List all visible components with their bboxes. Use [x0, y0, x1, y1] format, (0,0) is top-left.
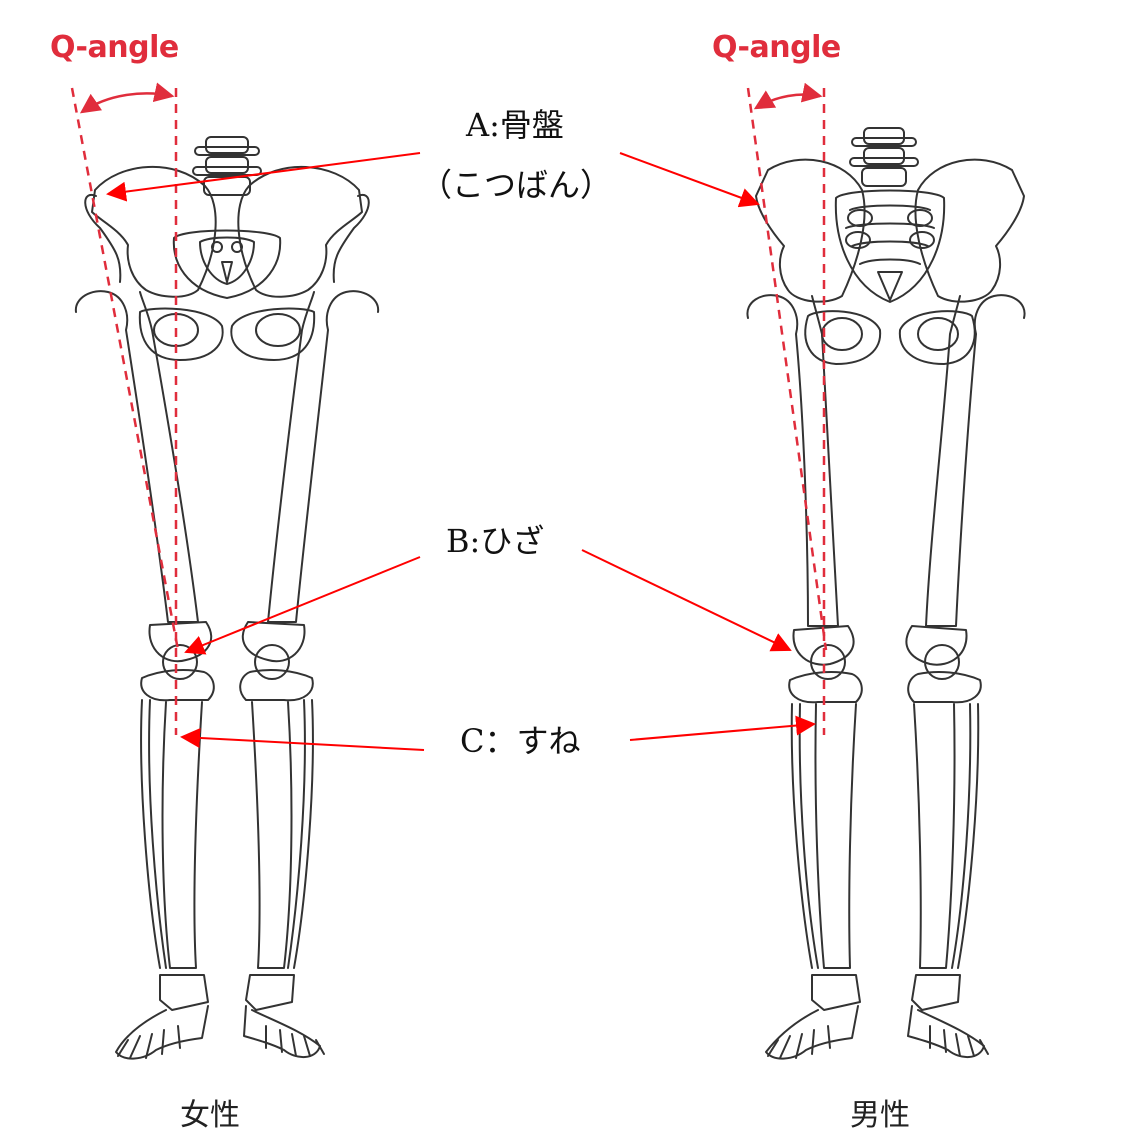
male-q-angle-arc [753, 82, 823, 110]
male-pelvis [755, 158, 1025, 365]
female-femur-axis-line [70, 87, 180, 651]
female-femurs [74, 290, 380, 663]
female-patellas [162, 644, 290, 680]
female-q-angle-arc [79, 82, 175, 114]
arrow-b-to-female-knee [184, 556, 421, 655]
female-shins [140, 669, 314, 969]
male-shins [788, 671, 982, 969]
male-femurs [746, 294, 1026, 666]
arrow-c-to-female-shin [180, 727, 425, 751]
male-q-angle-guides [746, 87, 828, 735]
female-pelvis [84, 166, 370, 361]
female-q-angle-label: Q-angle [50, 30, 179, 65]
male-spine [849, 127, 919, 187]
arrow-b-to-male-knee [581, 549, 792, 652]
callout-c-shin: C：すね [460, 722, 581, 760]
female-skeleton [74, 136, 380, 1060]
female-q-angle-guides [70, 87, 180, 735]
male-feet [765, 974, 989, 1060]
female-feet [115, 974, 325, 1060]
arrow-c-to-male-shin [629, 715, 816, 741]
arrow-a-to-male-pelvis [619, 152, 760, 208]
male-patellas [810, 644, 960, 680]
male-skeleton [746, 127, 1026, 1060]
female-label: 女性 [180, 1098, 240, 1133]
callout-arrows [106, 152, 816, 751]
male-q-angle-label: Q-angle [712, 30, 841, 65]
female-spine [192, 136, 262, 196]
arrow-a-to-female-pelvis [106, 152, 421, 202]
male-femur-axis-line [746, 87, 828, 651]
callout-a-pelvis: A:骨盤 [466, 106, 564, 144]
male-label: 男性 [850, 1098, 910, 1133]
callout-a-pelvis-reading: （こつばん） [420, 166, 613, 204]
callout-b-knee: B:ひざ [446, 522, 545, 560]
